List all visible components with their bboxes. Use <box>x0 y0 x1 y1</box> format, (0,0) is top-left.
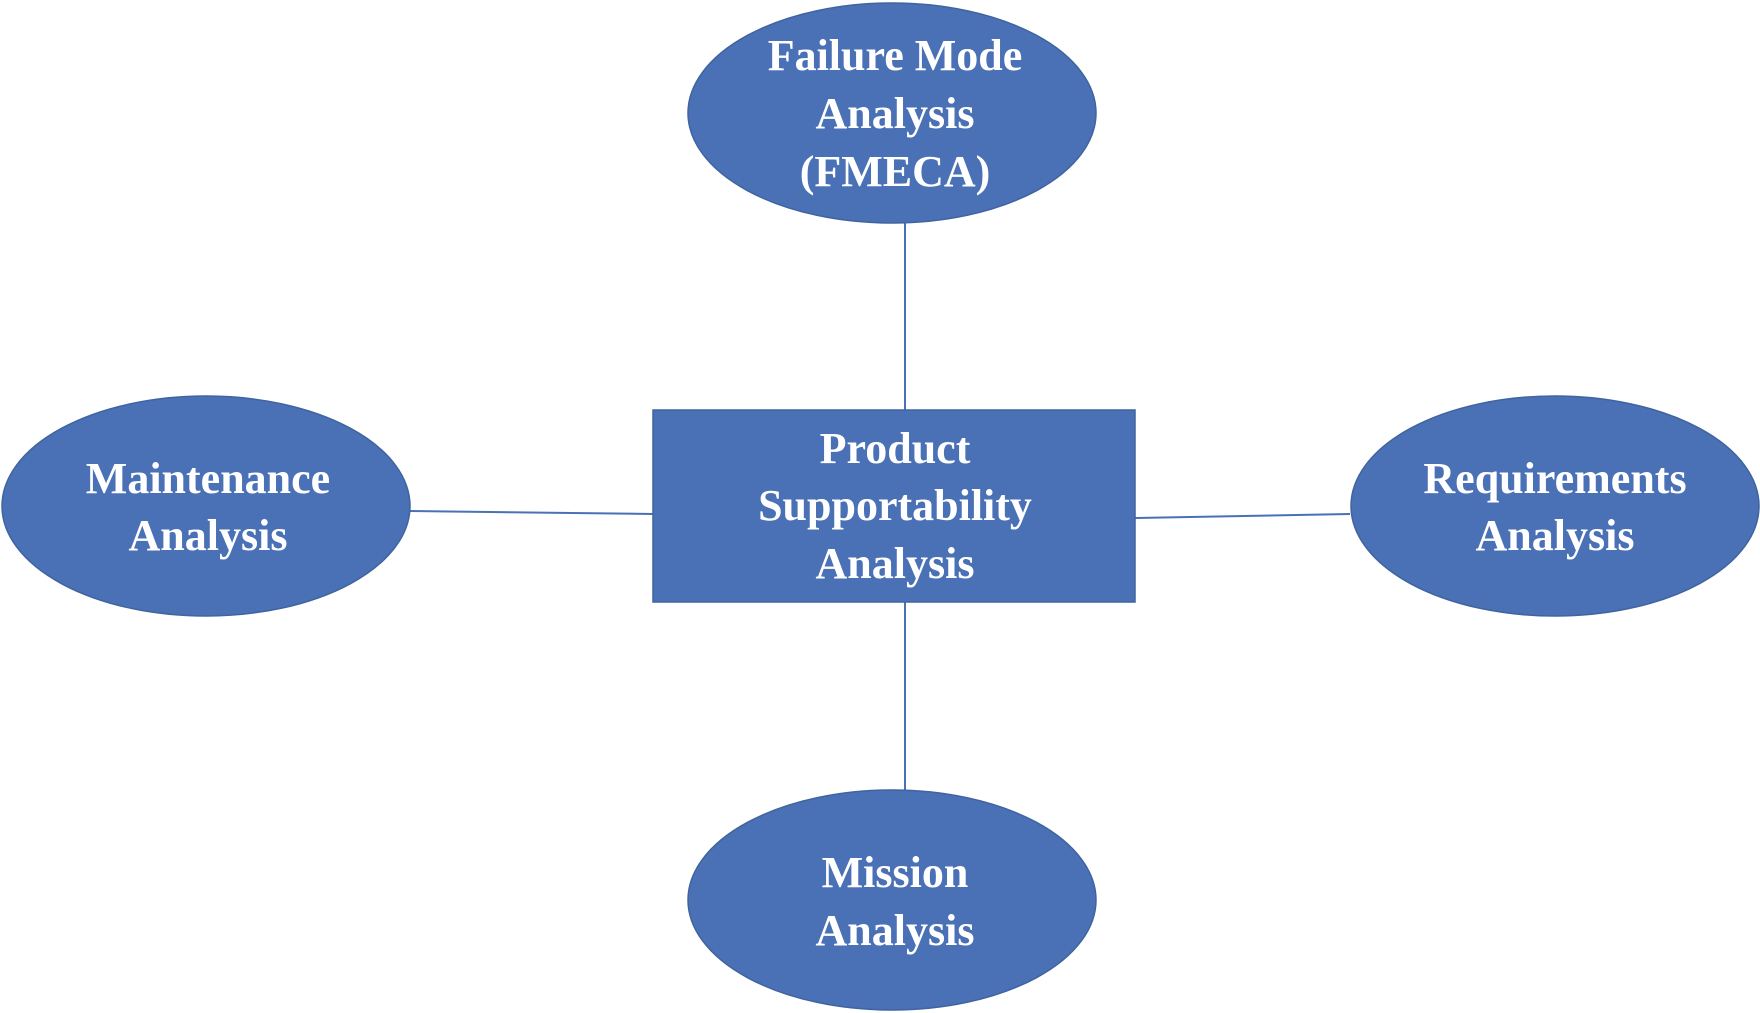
node-requirements-analysis: Requirements Analysis <box>1350 395 1760 617</box>
node-center-line-2: Supportability <box>758 481 1032 530</box>
edge-center-right <box>1134 513 1351 519</box>
node-center-line-1: Product <box>820 424 971 473</box>
node-failure-mode-analysis: Failure Mode Analysis (FMECA) <box>687 2 1097 224</box>
node-center-line-3: Analysis <box>816 539 975 588</box>
node-top-shape <box>687 2 1097 224</box>
node-mission-analysis: Mission Analysis <box>687 789 1097 1011</box>
edge-center-left <box>409 510 654 515</box>
node-right-line-1: Requirements <box>1423 454 1686 503</box>
node-left-line-1: Maintenance <box>86 454 330 503</box>
node-bottom-line-2: Analysis <box>816 906 975 955</box>
node-top-line-1: Failure Mode <box>768 31 1023 80</box>
node-product-supportability-analysis: Product Supportability Analysis <box>652 409 1136 603</box>
node-top-line-3: (FMECA) <box>800 147 991 196</box>
node-right-shape <box>1350 395 1760 617</box>
node-center-shape <box>652 409 1136 603</box>
node-maintenance-analysis: Maintenance Analysis <box>1 395 411 617</box>
node-left-shape <box>1 395 411 617</box>
node-bottom-shape <box>687 789 1097 1011</box>
node-top-line-2: Analysis <box>816 89 975 138</box>
node-bottom-line-1: Mission <box>822 848 969 897</box>
node-left-line-2: Analysis <box>129 511 288 560</box>
node-right-line-2: Analysis <box>1476 511 1635 560</box>
